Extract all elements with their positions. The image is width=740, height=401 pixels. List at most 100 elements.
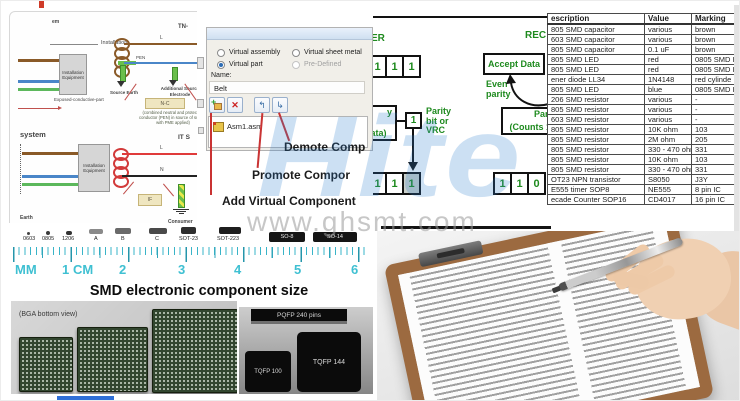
tn-pen-wire xyxy=(124,62,208,64)
name-input[interactable]: Belt xyxy=(209,81,365,94)
table-cell: 10K ohm xyxy=(644,124,692,135)
flowchart-top-rule xyxy=(373,16,551,18)
radio-virtual-sheet-metal[interactable] xyxy=(292,49,300,57)
flowchart-arrows xyxy=(397,74,550,171)
table-cell: various xyxy=(644,34,692,45)
it-n-wire xyxy=(122,175,206,177)
side-toolbar-button[interactable] xyxy=(197,57,204,69)
installation-equipment-box: Installation Equipment xyxy=(59,54,87,95)
table-cell: various xyxy=(644,94,692,105)
radio-pre-defined-label: Pre-Defined xyxy=(304,61,342,68)
bga-caption: (BGA bottom view) xyxy=(19,311,78,318)
tree-item-asm1[interactable]: Asm1.asm xyxy=(227,122,263,131)
table-cell: - xyxy=(691,104,734,115)
red-arrow-head xyxy=(58,106,62,110)
even-parity-label: Even parity xyxy=(486,79,511,99)
tqfp-100-chip: TQFP 100 xyxy=(245,351,291,392)
table-cell: S8050 xyxy=(644,174,692,185)
ground-symbol xyxy=(172,208,190,214)
radio-virtual-part-label: Virtual part xyxy=(229,61,263,68)
component-0603 xyxy=(27,232,30,235)
table-header-cell: Marking xyxy=(691,13,734,25)
table-cell: 805 SMD resistor xyxy=(547,154,645,165)
ruler-3: 3 xyxy=(178,262,186,277)
table-cell: 603 SMD resistor xyxy=(547,114,645,125)
line-wire-brown xyxy=(18,59,80,62)
name-label: Name: xyxy=(211,72,232,79)
component-1206 xyxy=(66,231,72,235)
pen-label: PEN xyxy=(136,55,146,60)
table-cell: 331 xyxy=(691,164,734,175)
add-virtual-component-button[interactable]: + xyxy=(209,97,225,113)
exposed-conductive-label: Exposed-conductive-part xyxy=(54,97,104,102)
it-l-label: L xyxy=(160,145,163,151)
dialog-titlebar xyxy=(207,28,372,40)
it-neutral-wire xyxy=(22,175,84,178)
radio-virtual-part[interactable] xyxy=(217,61,225,69)
radio-pre-defined[interactable] xyxy=(292,61,300,69)
side-toolbar-button[interactable] xyxy=(197,99,204,108)
table-cell: various xyxy=(644,104,692,115)
ruler-5: 5 xyxy=(294,262,302,277)
bga-chip-large xyxy=(152,309,237,393)
radio-virtual-sheet-metal-label: Virtual sheet metal xyxy=(304,49,362,56)
table-cell: various xyxy=(644,23,692,35)
component-b xyxy=(115,228,131,234)
blue-edge-bar xyxy=(57,396,114,400)
receiver-data-cells: 1 1 0 xyxy=(493,172,546,195)
table-cell: 1N4148 xyxy=(644,74,692,85)
parity-generator-line1: y xyxy=(386,107,392,117)
table-header-cell: Value xyxy=(644,13,692,25)
source-earth-bar xyxy=(120,65,126,82)
table-cell: 205 xyxy=(691,134,734,145)
table-cell: brown xyxy=(691,34,734,45)
side-toolbar-button[interactable] xyxy=(198,127,204,134)
table-cell: 331 xyxy=(691,144,734,155)
tn-system-title: TN- xyxy=(178,24,188,30)
promote-callout-label: Promote Compor xyxy=(252,168,351,182)
ruler-title: SMD electronic component size xyxy=(89,283,309,299)
size-label-sot223: SOT-223 xyxy=(217,236,240,242)
table-header-cell: escription xyxy=(547,13,645,25)
component-a xyxy=(89,229,103,234)
tn-line-wire xyxy=(124,43,208,45)
delete-button[interactable]: ✕ xyxy=(227,97,243,113)
parity-checker-line1: Pari xyxy=(533,109,551,119)
table-cell: 10K ohm xyxy=(644,154,692,165)
table-cell: 330 - 470 ohm xyxy=(644,144,692,155)
table-cell: J3Y xyxy=(691,174,734,185)
table-cell: CD4017 xyxy=(644,194,692,205)
radio-virtual-assembly-label: Virtual assembly xyxy=(229,49,281,56)
table-cell: E555 timer SOP8 xyxy=(547,184,645,195)
component-sot23 xyxy=(181,227,196,234)
add-callout-label: Add Virtual Component xyxy=(222,194,356,208)
table-cell: 805 SMD resistor xyxy=(547,144,645,155)
promote-component-button[interactable]: ↰ xyxy=(254,97,270,113)
so14-chip: SO-14 xyxy=(313,232,357,242)
radio-virtual-assembly[interactable] xyxy=(217,49,225,57)
assembly-tree-panel: Asm1.asm xyxy=(208,116,368,148)
bit-cell: 1 xyxy=(493,172,512,195)
table-cell: blue xyxy=(644,84,692,95)
table-cell: 805 SMD LED xyxy=(547,64,645,75)
component-0805 xyxy=(46,231,50,235)
sender-data-cells: 1 1 1 xyxy=(373,55,421,78)
plus-icon: + xyxy=(211,97,217,107)
earth-label: Earth xyxy=(20,215,33,221)
nc-box: N-C xyxy=(145,98,185,109)
table-cell: 330 - 470 ohm xyxy=(644,164,692,175)
installation-line xyxy=(50,44,98,45)
size-label-0603: 0603 xyxy=(23,236,36,242)
